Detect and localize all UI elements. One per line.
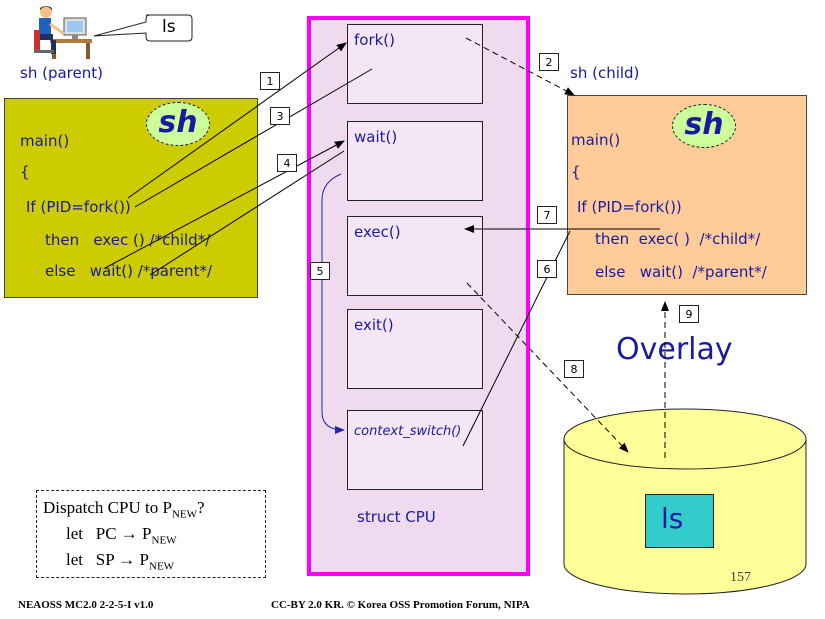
parent-code-line-1: main(): [20, 132, 70, 150]
page-number: 157: [730, 570, 751, 585]
parent-code-line-5: else wait() /*parent*/: [45, 262, 212, 280]
child-sh-badge: sh: [672, 104, 736, 148]
dispatch-pc-target-sub: NEW: [151, 534, 177, 547]
parent-process-label: sh (parent): [20, 64, 103, 82]
dispatch-pc-target: P: [142, 524, 152, 543]
parent-code-line-2: {: [20, 163, 30, 181]
child-process-label: sh (child): [570, 64, 640, 82]
child-code-line-3: If (PID=fork()): [577, 198, 682, 216]
dispatch-sp-target: P: [139, 550, 149, 569]
parent-code-line-3: If (PID=fork()): [26, 198, 131, 216]
dispatch-sp-line: let SP → PNEW: [66, 550, 174, 572]
fork-call-box: fork(): [347, 24, 483, 104]
step-7-box: 7: [537, 206, 557, 224]
fork-call-label: fork(): [354, 31, 396, 49]
cpu-struct-label: struct CPU: [357, 508, 436, 526]
child-code-line-2: {: [571, 163, 581, 181]
exec-call-label: exec(): [354, 223, 401, 241]
step-1-box: 1: [260, 72, 280, 90]
ls-file-box: [645, 494, 714, 548]
exit-call-label: exit(): [354, 316, 394, 334]
dispatch-sp-arrow: →: [118, 550, 136, 569]
dispatch-question: Dispatch CPU to PNEW?: [43, 498, 205, 520]
context-switch-box: context_switch(): [347, 410, 483, 490]
step-4-box: 4: [277, 154, 297, 172]
step-5-box: 5: [310, 262, 330, 280]
step-2-box: 2: [539, 53, 559, 71]
command-bubble-text: ls: [162, 17, 176, 37]
overlay-label: Overlay: [616, 332, 733, 367]
footer-license: CC-BY 2.0 KR. © Korea OSS Promotion Foru…: [271, 599, 530, 611]
child-code-line-1: main(): [571, 131, 621, 149]
child-code-line-4: then exec( ) /*child*/: [595, 230, 761, 248]
dispatch-pc-arrow: →: [120, 524, 138, 543]
step-8-box: 8: [564, 360, 584, 378]
dispatch-pc-prefix: let PC: [66, 524, 121, 543]
wait-call-box: wait(): [347, 121, 483, 201]
dispatch-question-sub: NEW: [171, 508, 197, 521]
context-switch-label: context_switch(): [354, 424, 462, 439]
dispatch-question-end: ?: [196, 498, 205, 517]
footer-version: NEAOSS MC2.0 2-2-5-I v1.0: [18, 599, 154, 611]
dispatch-note-box: [36, 490, 266, 578]
dispatch-sp-prefix: let SP: [66, 550, 119, 569]
dispatch-sp-target-sub: NEW: [149, 560, 175, 573]
ls-file-label: ls: [661, 502, 684, 535]
parent-code-line-4: then exec () /*child*/: [45, 231, 211, 249]
step-9-box: 9: [679, 305, 699, 323]
step-6-box: 6: [537, 260, 557, 278]
parent-sh-badge: sh: [146, 102, 210, 146]
command-bubble-shape: [93, 14, 193, 42]
dispatch-pc-line: let PC → PNEW: [66, 524, 177, 546]
dispatch-question-text: Dispatch CPU to P: [43, 498, 172, 517]
exec-call-box: exec(): [347, 216, 483, 296]
user-at-computer-icon: [34, 6, 92, 59]
exit-call-box: exit(): [347, 309, 483, 389]
wait-call-label: wait(): [354, 128, 398, 146]
child-code-line-5: else wait() /*parent*/: [595, 263, 767, 281]
step-3-box: 3: [270, 107, 290, 125]
